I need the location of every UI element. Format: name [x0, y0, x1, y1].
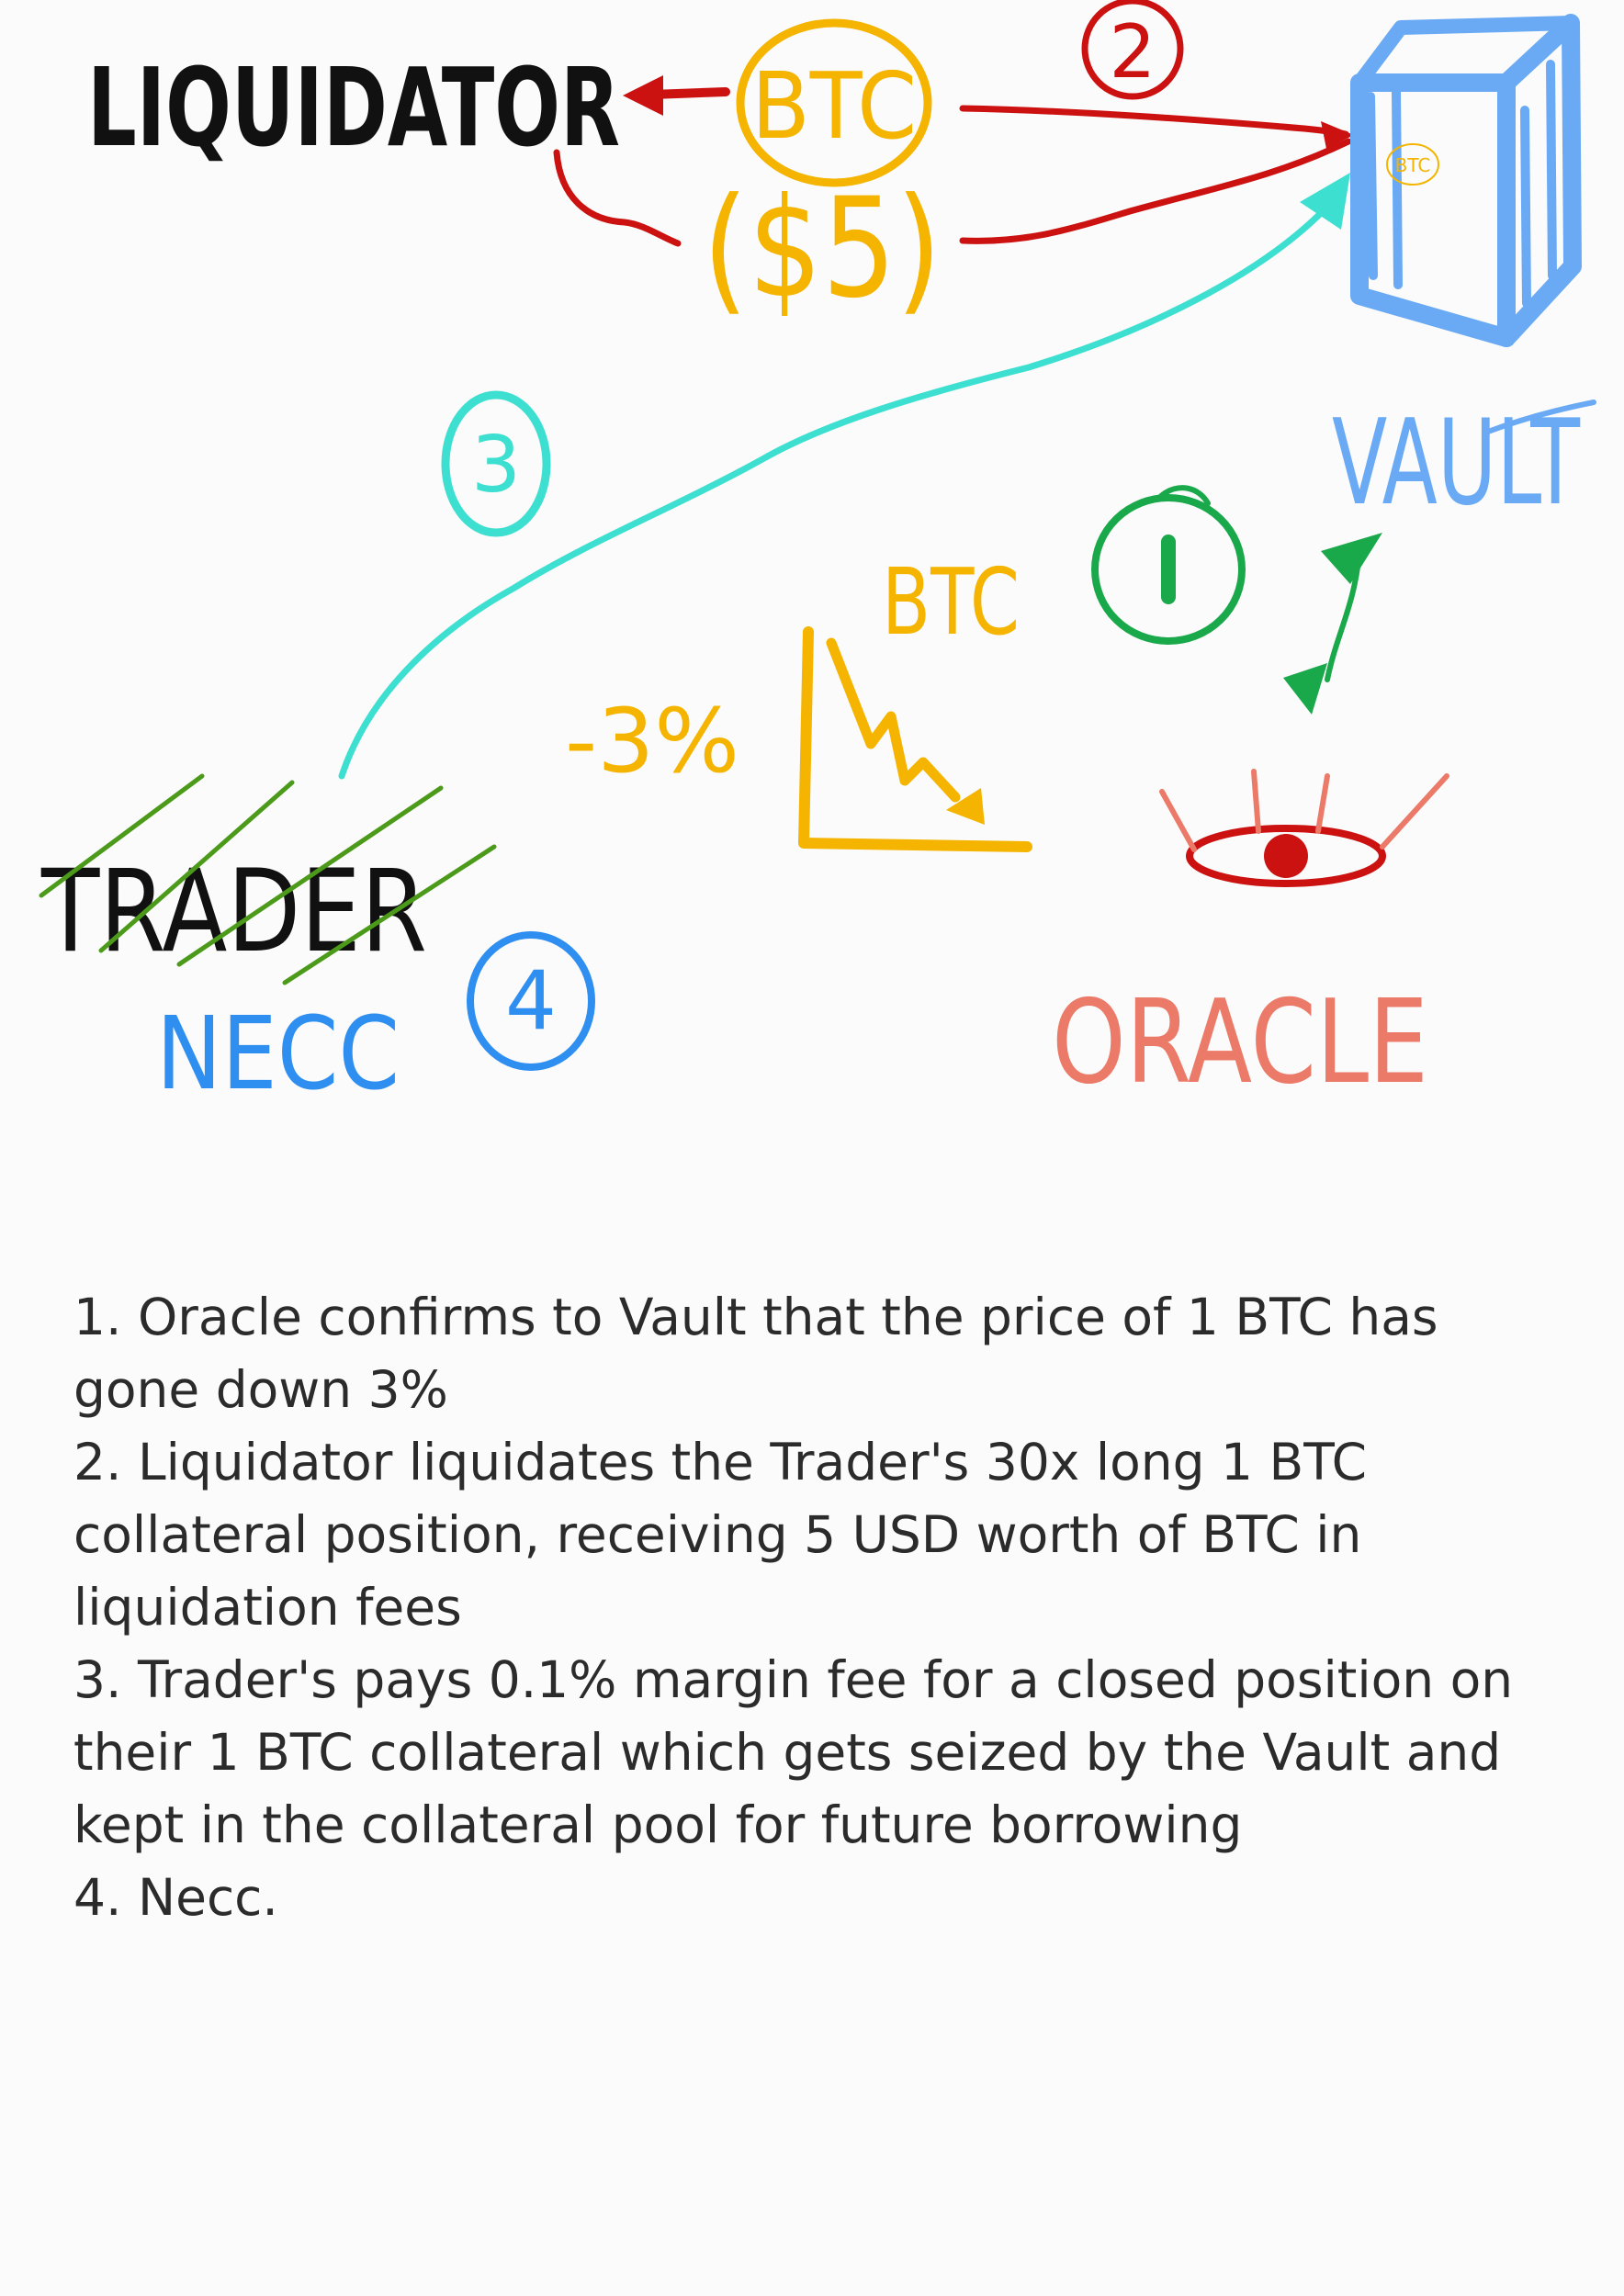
fee-flow-line — [553, 149, 682, 247]
vault-coin-label: BTC — [1395, 154, 1431, 176]
arrow-to-liquidator — [623, 75, 730, 116]
price-drop-label: -3% — [565, 690, 739, 793]
btc-coin-label: BTC — [751, 52, 917, 160]
liquidation-arrow — [959, 105, 1354, 244]
btc-coin: BTC — [736, 18, 932, 187]
vault-label-stroke — [1485, 400, 1596, 434]
btc-price-chart: -3% BTC — [565, 548, 1032, 852]
step-3-number: 3 — [471, 420, 521, 511]
step-4-marker: 4 — [467, 931, 595, 1071]
collateral-seizure-arrow — [338, 173, 1350, 780]
flow-diagram: LIQUIDATOR BTC ($5) 2 BTC VAULT 3 — [39, 0, 1596, 1112]
step-3-marker: 3 — [441, 390, 551, 537]
step-1-marker: 1 — [1091, 485, 1246, 645]
vault-box: BTC — [1350, 14, 1582, 347]
note-step-3: 3. Trader's pays 0.1% margin fee for a c… — [73, 1650, 1514, 1854]
step-4-number: 4 — [505, 953, 557, 1048]
oracle-label: ORACLE — [1052, 974, 1428, 1109]
step-2-marker: 2 — [1081, 0, 1184, 100]
step-2-number: 2 — [1110, 9, 1156, 95]
necc-label: NECC — [156, 995, 400, 1112]
explanation-notes: 1. Oracle confirms to Vault that the pri… — [73, 1281, 1562, 1934]
note-step-2: 2. Liquidator liquidates the Trader's 30… — [73, 1433, 1368, 1637]
note-step-1: 1. Oracle confirms to Vault that the pri… — [73, 1288, 1438, 1419]
note-step-4: 4. Necc. — [73, 1868, 278, 1927]
fee-coin-label: ($5) — [703, 169, 942, 329]
btc-chart-label: BTC — [882, 548, 1020, 656]
trader-label: TRADER — [40, 846, 427, 978]
fee-coin: ($5) — [703, 169, 942, 329]
liquidator-label: LIQUIDATOR — [87, 44, 620, 171]
oracle-eye-icon — [1159, 769, 1449, 887]
oracle-to-vault-arrow — [1283, 533, 1382, 715]
trader-strikethrough — [39, 773, 497, 985]
